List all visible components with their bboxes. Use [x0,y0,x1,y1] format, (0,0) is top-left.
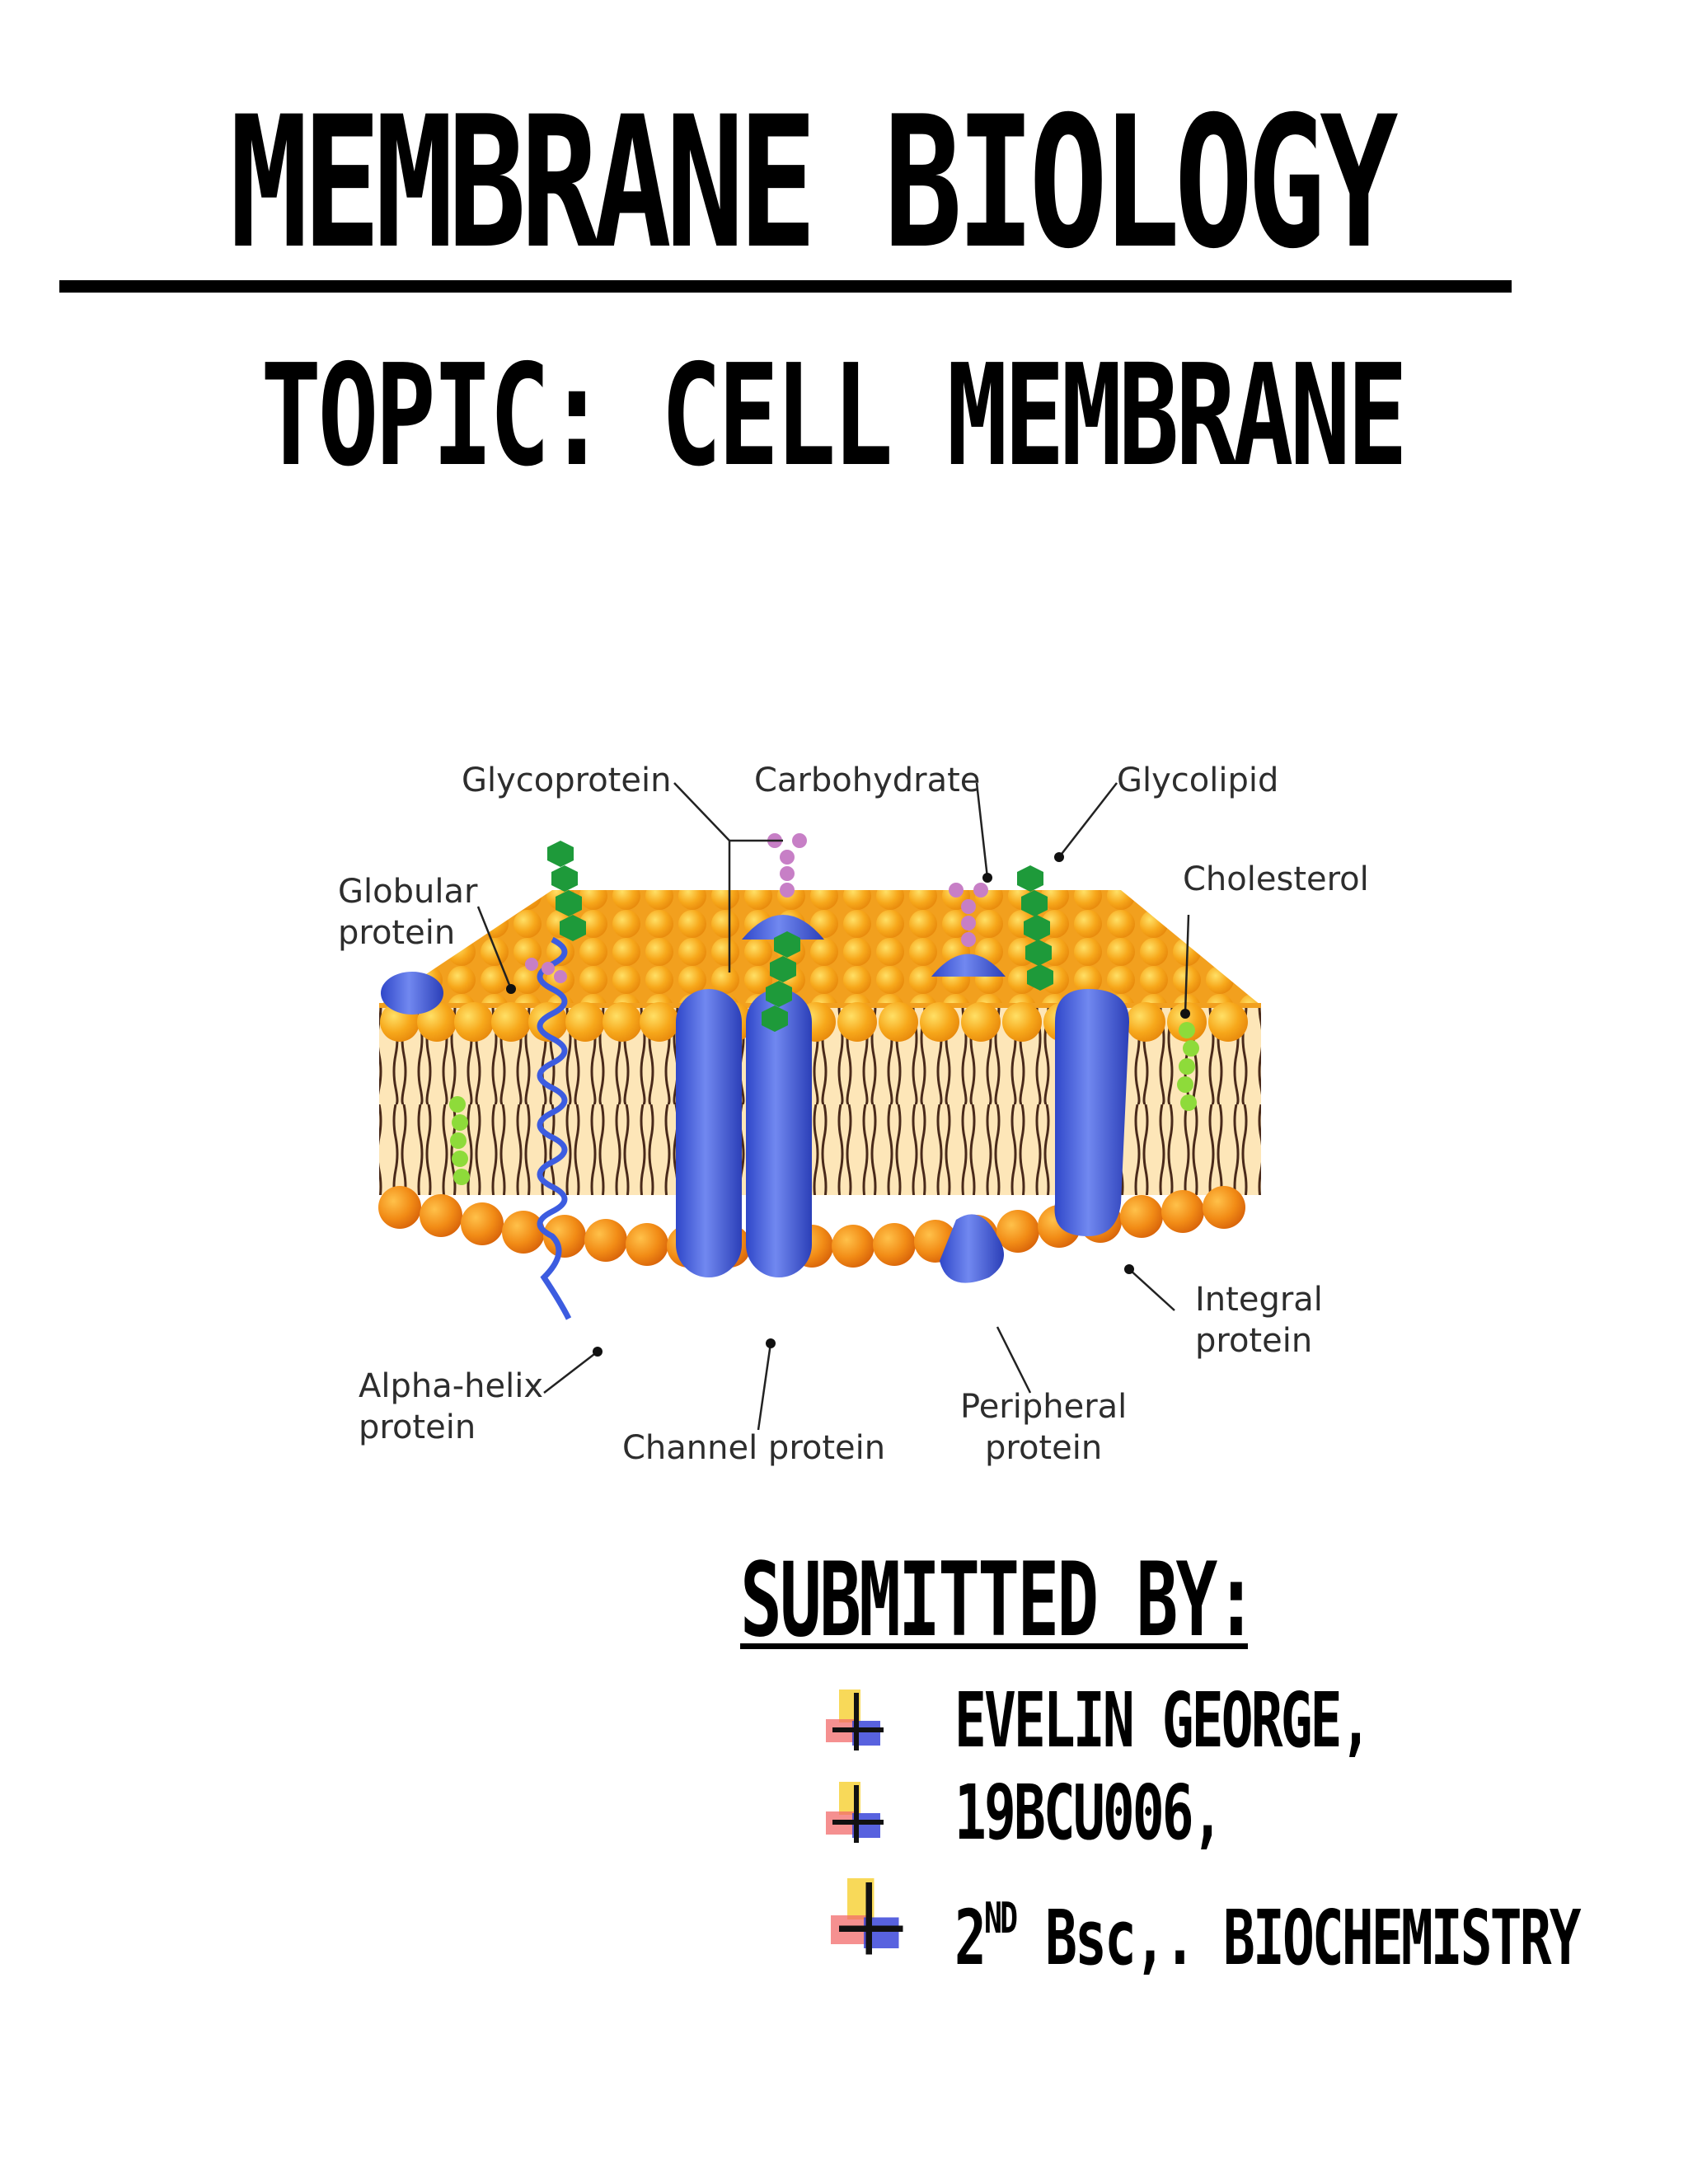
colored-cross-bullet-icon [831,1878,903,1955]
cholesterol-chains [449,1022,1199,1185]
topic-heading: TOPIC: CELL MEMBRANE [260,335,1408,498]
submitter-name: EVELIN GEORGE, [954,1676,1372,1765]
cell-membrane-diagram: Glycoprotein Carbohydrate Glycolipid Cho… [313,742,1418,1483]
alpha-helix-shape [537,936,572,1320]
lipid-bilayer [378,890,1261,1268]
label-peripheral-protein-line1: Peripheral [960,1388,1127,1426]
submitter-roll-number: 19BCU006, [954,1769,1224,1857]
label-glycolipid: Glycolipid [1117,762,1278,799]
leader-lines [476,782,1190,1431]
colored-cross-bullet-icon [826,1690,884,1750]
colored-cross-bullet-icon [826,1782,884,1843]
glycan-chains [547,841,1053,1032]
label-channel-protein: Channel protein [622,1429,885,1467]
submitted-by-underline [740,1643,1248,1649]
label-globular-protein-line2: protein [338,914,455,952]
submitted-by-heading: SUBMITTED BY: [740,1541,1257,1660]
label-peripheral-protein-line2: protein [985,1429,1102,1467]
label-integral-protein-line2: protein [1195,1322,1312,1360]
globular-protein-shapes [381,915,1006,1015]
label-glycoprotein: Glycoprotein [462,762,671,799]
channel-protein-shape [676,989,812,1277]
label-carbohydrate: Carbohydrate [754,762,980,799]
leader-dots [506,852,1190,1357]
peripheral-protein-shape [940,1214,1004,1283]
label-integral-protein-line1: Integral [1195,1281,1323,1319]
label-alpha-helix-line2: protein [359,1408,476,1446]
label-cholesterol: Cholesterol [1183,860,1369,898]
document-title: MEMBRANE BIOLOGY [229,77,1399,288]
submitter-course: 2ND Bsc,. BIOCHEMISTRY [954,1894,1581,1982]
carbohydrate-chains [525,833,988,983]
label-alpha-helix-line1: Alpha-helix [359,1367,543,1405]
integral-protein-shape [1054,989,1129,1236]
label-globular-protein-line1: Globular [338,873,478,911]
title-underline [59,280,1512,293]
